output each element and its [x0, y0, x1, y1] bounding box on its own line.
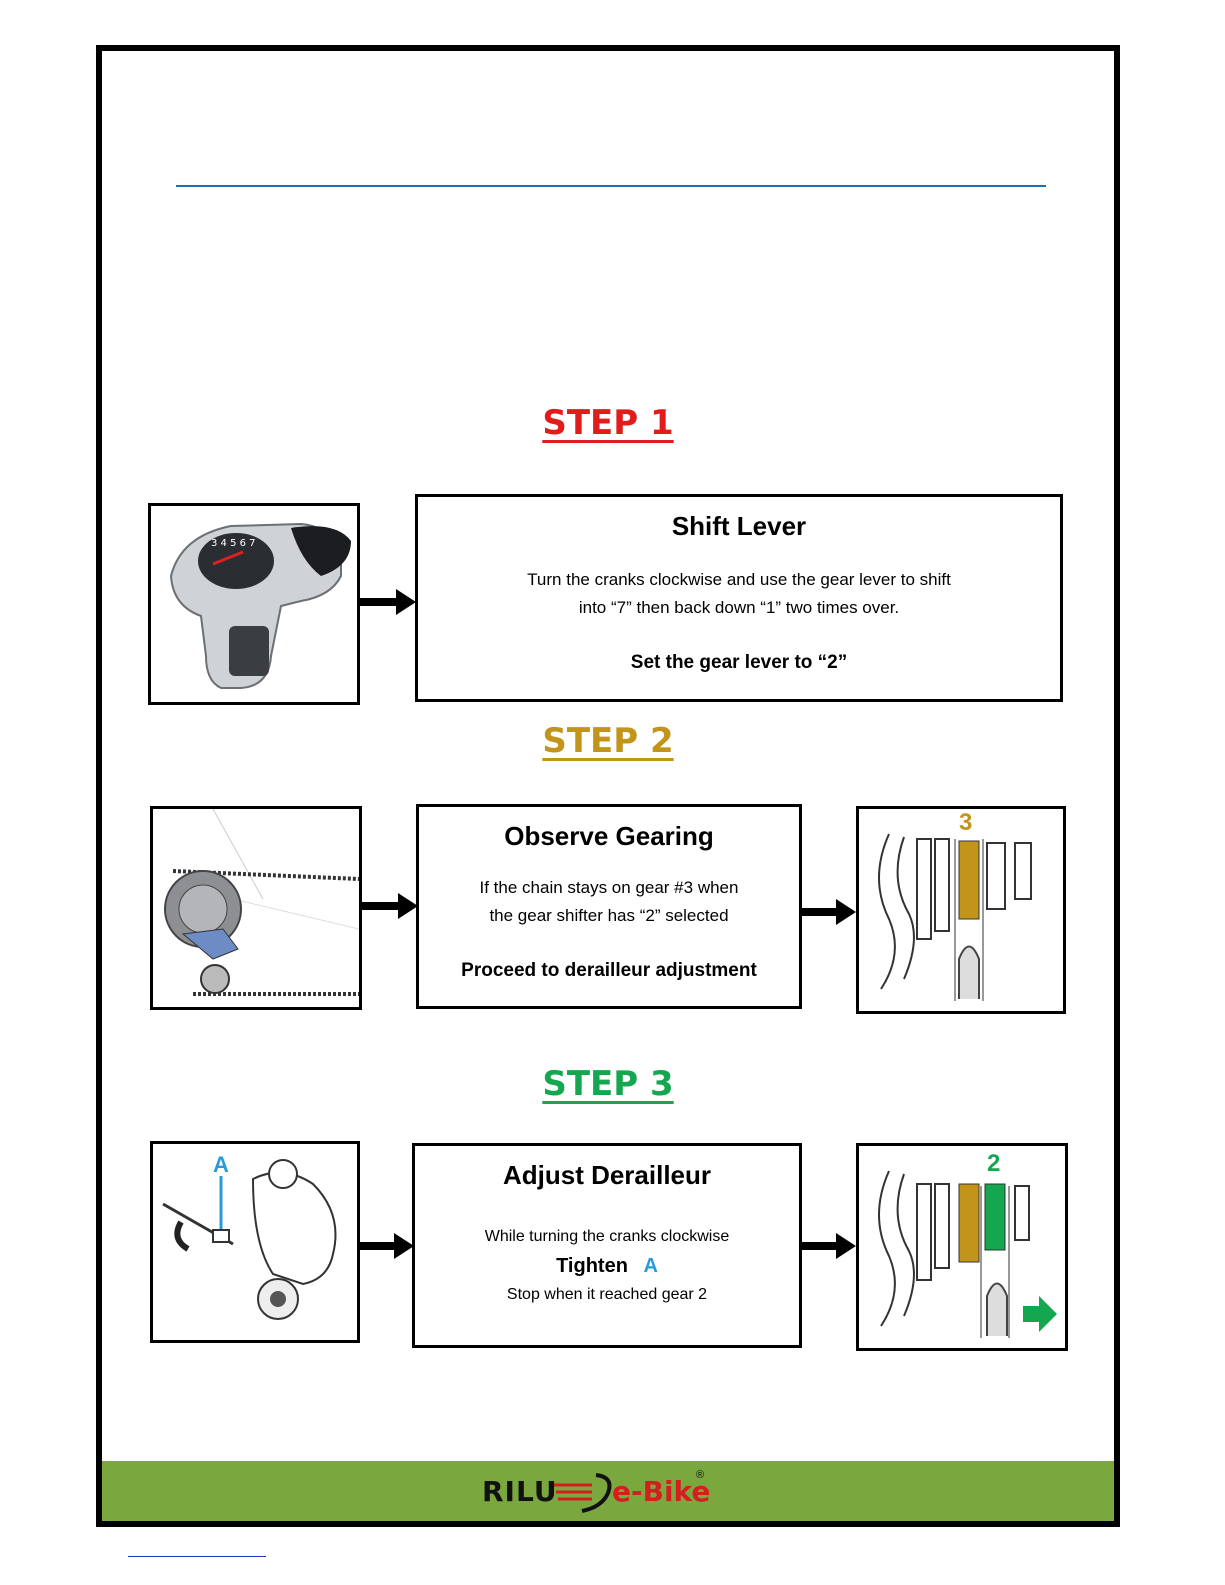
gear-diagram-3: 3: [856, 806, 1066, 1014]
page-link-line: [128, 1556, 266, 1557]
step-3-tighten: Tighten: [556, 1255, 628, 1277]
shift-lever-image: 3 4 5 6 7: [148, 503, 360, 705]
step-2-instruction: Proceed to derailleur adjustment: [461, 960, 757, 981]
footer-bar: RILU e-Bike ®: [102, 1461, 1114, 1521]
brand-logo: RILU e-Bike ®: [482, 1469, 742, 1513]
step-3-title: STEP 3: [542, 1064, 674, 1104]
green-arrow-right-icon: [1023, 1296, 1057, 1332]
step-3-line-1: While turning the cranks clockwise: [484, 1228, 730, 1245]
step-2-text-box: Observe Gearing If the chain stays on ge…: [416, 804, 802, 1009]
gear-3-label: 3: [959, 809, 973, 836]
arrow-right-icon: [802, 1233, 856, 1259]
step-3-heading: Adjust Derailleur: [502, 1160, 712, 1190]
arrow-right-icon: [360, 1233, 414, 1259]
step-1-title: STEP 1: [542, 403, 674, 443]
brand-left: RILU: [482, 1475, 558, 1508]
step-1-instruction: Set the gear lever to “2”: [630, 652, 848, 673]
arrow-right-icon: [362, 893, 418, 919]
cassette-chain-image: [150, 806, 362, 1010]
arrow-right-icon: [360, 589, 416, 615]
gear-diagram-2: 2: [856, 1143, 1068, 1351]
svg-text:3 4 5 6 7: 3 4 5 6 7: [211, 538, 256, 549]
brand-swoosh-icon: [554, 1473, 612, 1513]
step-3-line-2: Stop when it reached gear 2: [506, 1286, 708, 1303]
gear-2-label: 2: [987, 1150, 1001, 1177]
step-3-tighten-row: Tighten A: [415, 1251, 799, 1281]
header-divider: [176, 185, 1046, 187]
step-1-line-1: Turn the cranks clockwise and use the ge…: [527, 570, 951, 589]
derailleur-image: A: [150, 1141, 360, 1343]
step-3-tighten-target: A: [643, 1255, 658, 1277]
marker-a-label: A: [213, 1152, 229, 1177]
step-1-text-box: Shift Lever Turn the cranks clockwise an…: [415, 494, 1063, 702]
brand-right: e-Bike: [612, 1475, 711, 1508]
step-2-heading: Observe Gearing: [504, 821, 714, 851]
step-1-line-2: into “7” then back down “1” two times ov…: [578, 598, 900, 617]
step-2-line-2: the gear shifter has “2” selected: [489, 906, 729, 925]
step-2-title: STEP 2: [542, 721, 674, 761]
arrow-right-icon: [802, 899, 856, 925]
registered-mark: ®: [696, 1469, 705, 1481]
step-3-text-box: Adjust Derailleur While turning the cran…: [412, 1143, 802, 1348]
step-2-line-1: If the chain stays on gear #3 when: [479, 878, 739, 897]
step-1-heading: Shift Lever: [671, 511, 807, 541]
page-frame: STEP 1 3 4 5 6 7 Shift Lever Turn the cr…: [96, 45, 1120, 1527]
